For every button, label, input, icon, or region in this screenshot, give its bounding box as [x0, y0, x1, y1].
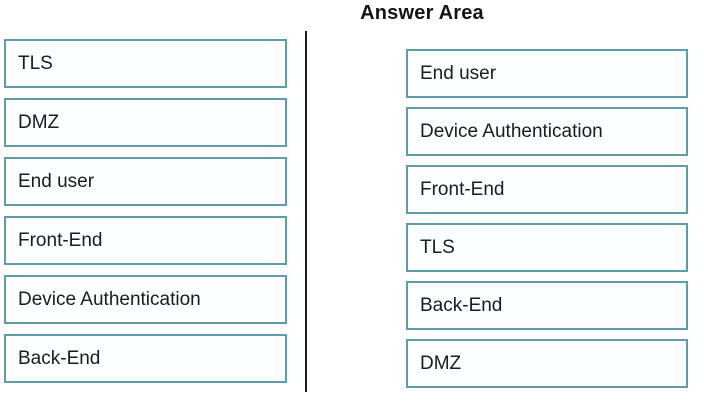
column-divider: [305, 31, 307, 392]
answer-slot-end-user[interactable]: End user: [406, 49, 688, 98]
drag-option-label: TLS: [18, 52, 53, 74]
source-options-column: TLS DMZ End user Front-End Device Authen…: [4, 39, 287, 383]
drag-option-dmz[interactable]: DMZ: [4, 98, 287, 147]
answer-slot-front-end[interactable]: Front-End: [406, 165, 688, 214]
drag-option-front-end[interactable]: Front-End: [4, 216, 287, 265]
answer-slot-device-authentication[interactable]: Device Authentication: [406, 107, 688, 156]
answer-slot-label: Device Authentication: [420, 120, 603, 142]
answer-area-column: End user Device Authentication Front-End…: [406, 49, 688, 388]
drag-option-device-authentication[interactable]: Device Authentication: [4, 275, 287, 324]
answer-slot-tls[interactable]: TLS: [406, 223, 688, 272]
drag-option-label: DMZ: [18, 111, 60, 133]
drag-option-label: Back-End: [18, 347, 101, 369]
answer-slot-label: End user: [420, 62, 497, 84]
answer-slot-label: Front-End: [420, 178, 505, 200]
drag-option-tls[interactable]: TLS: [4, 39, 287, 88]
answer-slot-back-end[interactable]: Back-End: [406, 281, 688, 330]
answer-slot-dmz[interactable]: DMZ: [406, 339, 688, 388]
drag-option-label: End user: [18, 170, 95, 192]
drag-option-label: Device Authentication: [18, 288, 201, 310]
answer-slot-label: DMZ: [420, 352, 462, 374]
drag-option-label: Front-End: [18, 229, 103, 251]
answer-slot-label: TLS: [420, 236, 455, 258]
answer-area-heading: Answer Area: [360, 2, 484, 24]
answer-slot-label: Back-End: [420, 294, 503, 316]
drag-option-back-end[interactable]: Back-End: [4, 334, 287, 383]
drag-option-end-user[interactable]: End user: [4, 157, 287, 206]
